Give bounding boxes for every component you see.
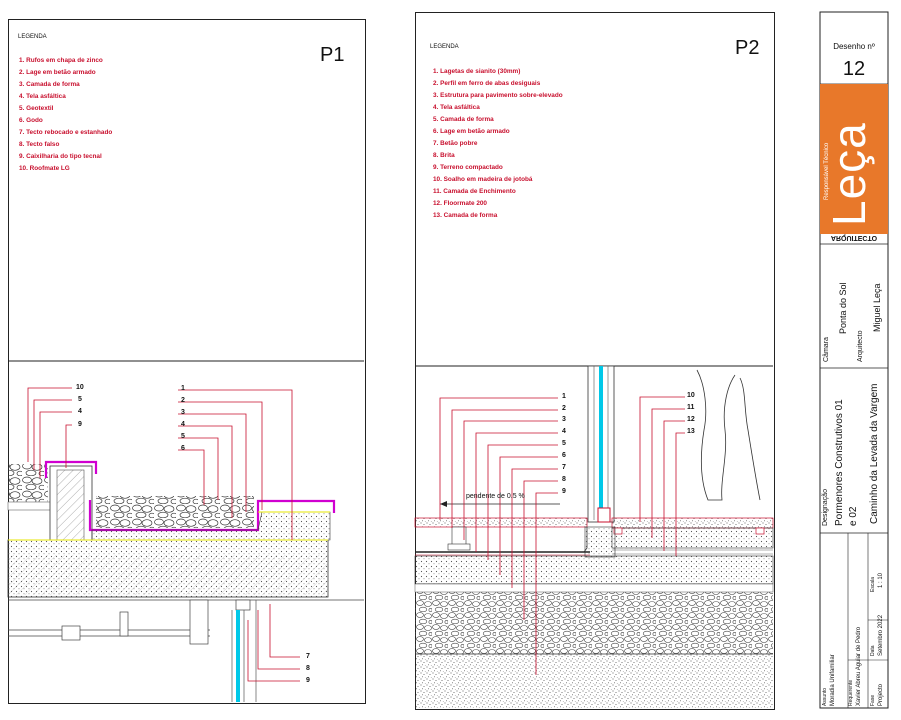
p2-legend-item: 3. Estrutura para pavimento sobre-elevad…: [433, 92, 563, 99]
responsible-label: Responsável Técnico: [824, 142, 830, 200]
p1-callout-7: 7: [306, 653, 310, 660]
p1-callout-10: 10: [76, 384, 84, 391]
p2-legend-item: 1. Lagetas de sianito (30mm): [433, 68, 521, 75]
arquitecto-value: Miguel Leça: [872, 283, 882, 332]
escala-label: Escala: [870, 576, 876, 592]
p2-callout-3: 3: [562, 416, 566, 423]
p2-callout-13: 13: [687, 428, 695, 435]
p2-legend-item: 4. Tela asfáltica: [433, 104, 480, 111]
p2-legend-item: 5. Camada de forma: [433, 116, 494, 123]
p2-callout-4: 4: [562, 428, 566, 435]
drawing-number: 12: [842, 58, 866, 80]
p1-callout-9b: 9: [306, 677, 310, 684]
p2-legend-item: 6. Lage em betão armado: [433, 128, 510, 135]
p2-legend-list: 1. Lagetas de sianito (30mm) 2. Perfil em…: [433, 66, 563, 222]
p1-callout-1: 1: [181, 385, 185, 392]
logo-text: Leça: [823, 122, 875, 226]
drawing-number-label: Desenho nº: [833, 42, 875, 51]
p2-legend-item: 13. Camada de forma: [433, 212, 498, 219]
p1-legend-item: 4. Tela asfáltica: [19, 93, 66, 100]
p1-callout-4b: 4: [181, 421, 185, 428]
p1-legend-item: 5. Geotextil: [19, 105, 54, 112]
p1-legend-item: 6. Godo: [19, 117, 43, 124]
p2-legend-item: 8. Brita: [433, 152, 455, 159]
p2-callout-10: 10: [687, 392, 695, 399]
p1-legend-item: 7. Tecto rebocado e estanhado: [19, 129, 113, 136]
p2-slope-note: pendente de 0.5 %: [466, 493, 525, 500]
p2-callout-5: 5: [562, 440, 566, 447]
assunto-value: Moradia Unifamiliar: [830, 654, 836, 706]
designacao-label: Designação: [822, 489, 829, 526]
p1-callout-6: 6: [181, 445, 185, 452]
p2-legend-title: LEGENDA: [430, 44, 459, 50]
p2-callout-8: 8: [562, 476, 566, 483]
p1-legend-item: 8. Tecto falso: [19, 141, 60, 148]
location: Caminho da Levada da Vargem: [869, 383, 880, 524]
data-value: Setembro 2022: [878, 614, 884, 656]
p1-callout-2: 2: [181, 397, 185, 404]
camara-label: Câmara: [823, 337, 830, 362]
camara-value: Ponta do Sol: [838, 282, 848, 334]
p2-callout-1: 1: [562, 393, 566, 400]
p1-legend-item: 10. Roofmate LG: [19, 165, 70, 172]
requerente-value: Xavier Abreu Aguiar de Pedro: [856, 626, 862, 706]
p2-callout-6: 6: [562, 452, 566, 459]
p1-legend-item: 3. Camada de forma: [19, 81, 80, 88]
p2-legend-item: 10. Soalho em madeira de jotobá: [433, 176, 533, 183]
p1-legend-item: 9. Caixilharia do tipo tecnal: [19, 153, 102, 160]
p2-callout-9: 9: [562, 488, 566, 495]
designacao-line2: e 02: [848, 506, 859, 526]
requerente-label: Requerente: [848, 679, 854, 706]
p2-legend-item: 7. Betão pobre: [433, 140, 478, 147]
p2-legend-item: 12. Floormate 200: [433, 200, 487, 207]
p1-legend-item: 2. Lage em betão armado: [19, 69, 96, 76]
p1-legend-title: LEGENDA: [18, 34, 47, 40]
p1-callout-5: 5: [78, 396, 82, 403]
p1-legend-list: 1. Rufos em chapa de zinco 2. Lage em bet…: [19, 55, 112, 175]
p2-callout-7: 7: [562, 464, 566, 471]
p2-callout-11: 11: [687, 404, 695, 411]
p1-callout-5b: 5: [181, 433, 185, 440]
assunto-label: Assunto: [822, 687, 828, 706]
p2-legend-item: 2. Perfil em ferro de abas desiguais: [433, 80, 541, 87]
p2-callout-2: 2: [562, 405, 566, 412]
p1-callout-8: 8: [306, 665, 310, 672]
designacao-line1: Pormenores Construtivos 01: [834, 399, 845, 526]
p1-callout-9: 9: [78, 421, 82, 428]
logo-caption: ARQUITECTO: [830, 234, 878, 241]
p1-callout-3: 3: [181, 409, 185, 416]
data-label: Data: [870, 645, 876, 656]
p1-legend-item: 1. Rufos em chapa de zinco: [19, 57, 103, 64]
fase-label: Fase: [870, 694, 876, 706]
escala-value: 1 : 10: [878, 572, 884, 588]
p1-label: P1: [320, 44, 345, 66]
p2-legend-item: 11. Camada de Enchimento: [433, 188, 516, 195]
p1-callout-4: 4: [78, 408, 82, 415]
arquitecto-label: Arquitecto: [857, 330, 864, 362]
p2-callout-12: 12: [687, 416, 695, 423]
p2-label: P2: [735, 37, 760, 59]
p2-legend-item: 9. Terreno compactado: [433, 164, 503, 171]
fase-value: Projecto: [878, 683, 884, 706]
